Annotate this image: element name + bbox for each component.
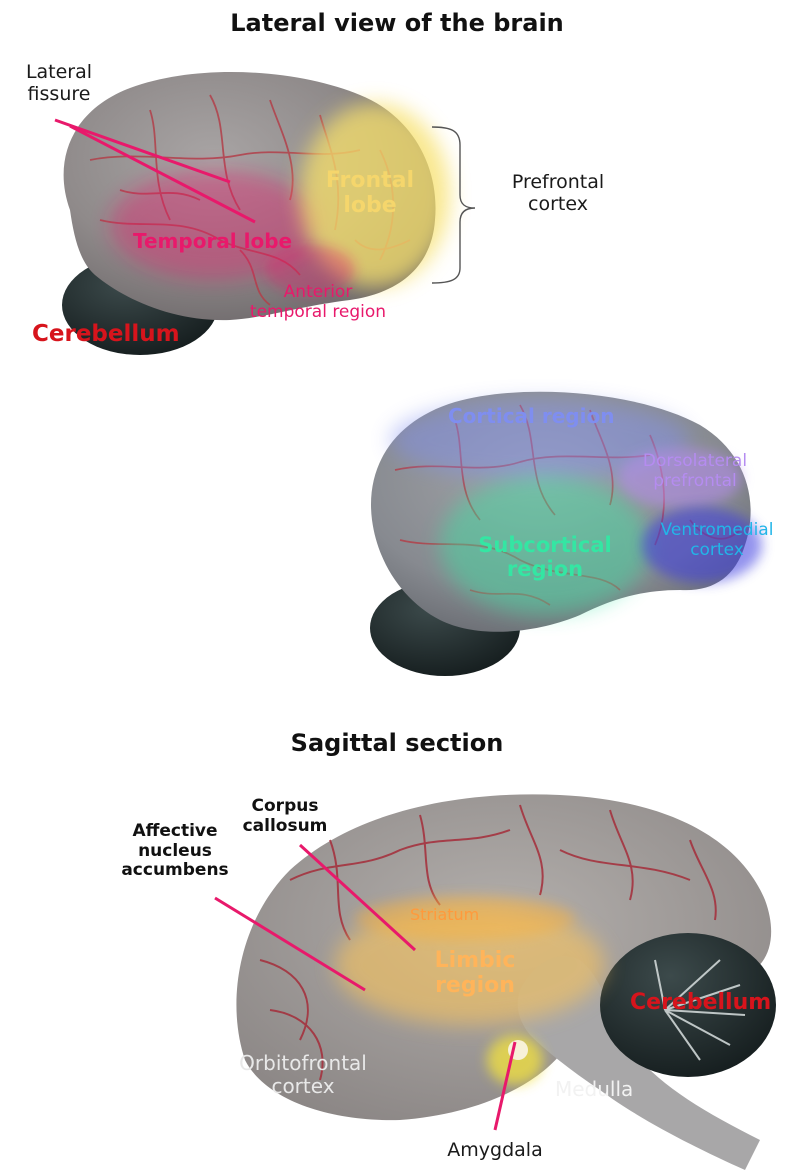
striatum-label: Striatum [410,906,479,924]
orbitofrontal-label: Orbitofrontal cortex [218,1052,388,1098]
lateral-view-title: Lateral view of the brain [0,10,794,38]
anterior-temporal-label: Anterior temporal region [228,283,408,322]
corpus-callosum-label: Corpus callosum [235,797,335,836]
cerebellum-sagittal-label: Cerebellum [630,990,771,1015]
limbic-region-label: Limbic region [420,948,530,999]
dorsolateral-label: Dorsolateral prefrontal [620,452,770,491]
amygdala-label: Amygdala [410,1140,580,1162]
affective-nucleus-label: Affective nucleus accumbens [115,822,235,881]
cerebellum-label: Cerebellum [32,321,180,347]
ventromedial-label: Ventromedial cortex [640,521,794,560]
frontal-lobe-label: Frontal lobe [315,168,425,219]
medulla-label: Medulla [555,1078,633,1101]
lateral-fissure-label: Lateral fissure [14,62,104,106]
subcortical-label: Subcortical region [470,533,620,581]
sagittal-section-title: Sagittal section [0,730,794,758]
cortical-region-label: Cortical region [448,405,614,428]
prefrontal-cortex-label: Prefrontal cortex [488,172,628,216]
temporal-lobe-label: Temporal lobe [133,230,292,253]
